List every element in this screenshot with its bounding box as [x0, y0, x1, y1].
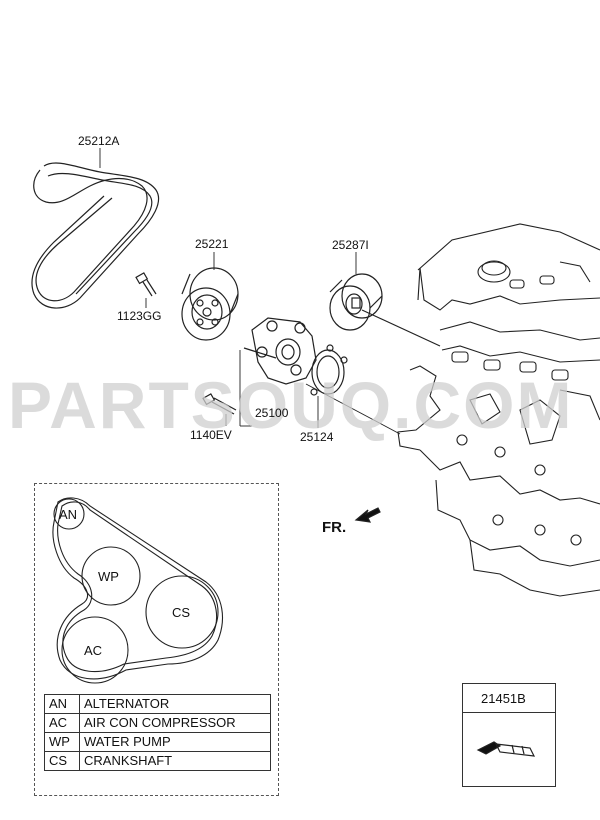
- legend-abbr: AN: [44, 694, 80, 714]
- belt-routing-box: [34, 483, 279, 796]
- legend-name: WATER PUMP: [79, 732, 271, 752]
- label-water-pump[interactable]: 25100: [255, 406, 289, 420]
- idler-pulley: [181, 267, 239, 341]
- front-arrow: [354, 507, 381, 523]
- part-box-21451b[interactable]: 21451B: [462, 683, 556, 787]
- legend-row: AC AIR CON COMPRESSOR: [44, 713, 271, 733]
- label-box-part: 21451B: [481, 691, 526, 706]
- engine-block: [397, 223, 600, 597]
- label-tensioner[interactable]: 25287I: [332, 238, 369, 252]
- pulley-label-wp: WP: [98, 569, 119, 584]
- label-idler[interactable]: 25221: [195, 237, 229, 251]
- pulley-label-cs: CS: [172, 605, 191, 620]
- front-label: FR.: [322, 519, 347, 536]
- water-pump: [243, 317, 317, 385]
- label-pump-bolt[interactable]: 1140EV: [190, 428, 232, 442]
- label-belt[interactable]: 25212A: [78, 134, 120, 148]
- water-pump-gasket: [310, 344, 348, 396]
- legend-name: CRANKSHAFT: [79, 751, 271, 771]
- legend-row: CS CRANKSHAFT: [44, 751, 271, 771]
- legend-name: ALTERNATOR: [79, 694, 271, 714]
- legend-table: AN ALTERNATOR AC AIR CON COMPRESSOR WP W…: [44, 694, 271, 771]
- pulley-label-ac: AC: [84, 643, 103, 658]
- hose-clip-part: [476, 741, 536, 757]
- legend-abbr: WP: [44, 732, 80, 752]
- legend-abbr: CS: [44, 751, 80, 771]
- part-box-divider: [463, 712, 555, 713]
- watermark: PARTSOUQ.COM: [8, 368, 574, 442]
- idler-bolt: [135, 272, 157, 297]
- tensioner-pulley: [329, 273, 441, 347]
- leader-lines: [99, 148, 401, 435]
- legend-abbr: AC: [44, 713, 80, 733]
- legend-row: WP WATER PUMP: [44, 732, 271, 752]
- label-idler-bolt[interactable]: 1123GG: [117, 309, 162, 323]
- drive-belt: [31, 162, 160, 309]
- legend-name: AIR CON COMPRESSOR: [79, 713, 271, 733]
- pulley-label-an: AN: [59, 507, 78, 522]
- legend-row: AN ALTERNATOR: [44, 694, 271, 714]
- label-gasket[interactable]: 25124: [300, 430, 334, 444]
- belt-routing: [52, 497, 223, 684]
- pump-bolt: [202, 393, 237, 415]
